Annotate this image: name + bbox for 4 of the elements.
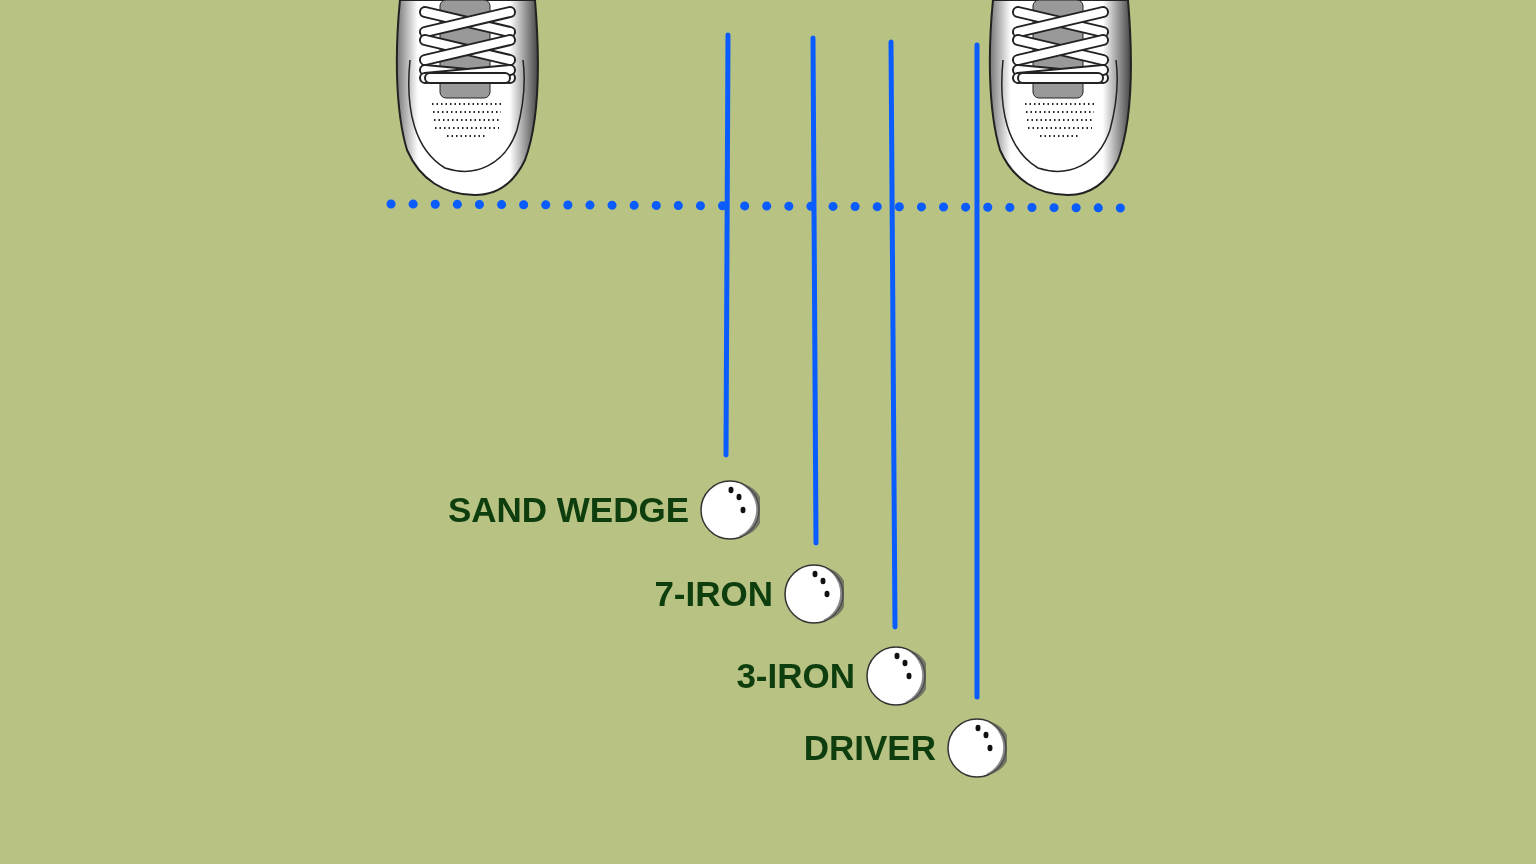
club-label: DRIVER [803, 728, 936, 768]
club-label: 7-IRON [654, 574, 773, 614]
club-label: SAND WEDGE [447, 490, 689, 530]
club-label: 3-IRON [736, 656, 855, 696]
